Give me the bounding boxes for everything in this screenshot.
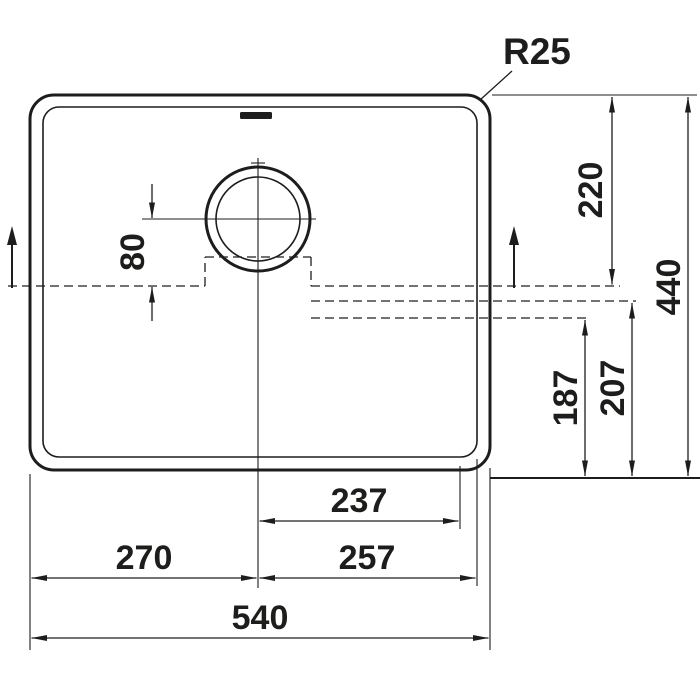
section-arrow-right-icon bbox=[509, 226, 519, 245]
dim-label-r25: R25 bbox=[503, 31, 571, 72]
dim-label-187: 187 bbox=[547, 370, 585, 427]
dim-label-270: 270 bbox=[116, 539, 173, 577]
dim-label-220: 220 bbox=[572, 162, 610, 219]
sink-inner-edge bbox=[42, 106, 478, 458]
sink-outer-edge bbox=[28, 93, 492, 472]
section-arrow-left-icon bbox=[7, 226, 17, 245]
dim-label-440: 440 bbox=[650, 259, 688, 316]
dim-label-237: 237 bbox=[331, 482, 388, 520]
dim-label-257: 257 bbox=[339, 539, 396, 577]
dim-label-80: 80 bbox=[114, 233, 152, 271]
radius-leader-line bbox=[479, 70, 513, 101]
overflow-slot bbox=[240, 112, 272, 119]
dim-label-207: 207 bbox=[594, 360, 632, 417]
dim-label-540: 540 bbox=[232, 599, 289, 637]
